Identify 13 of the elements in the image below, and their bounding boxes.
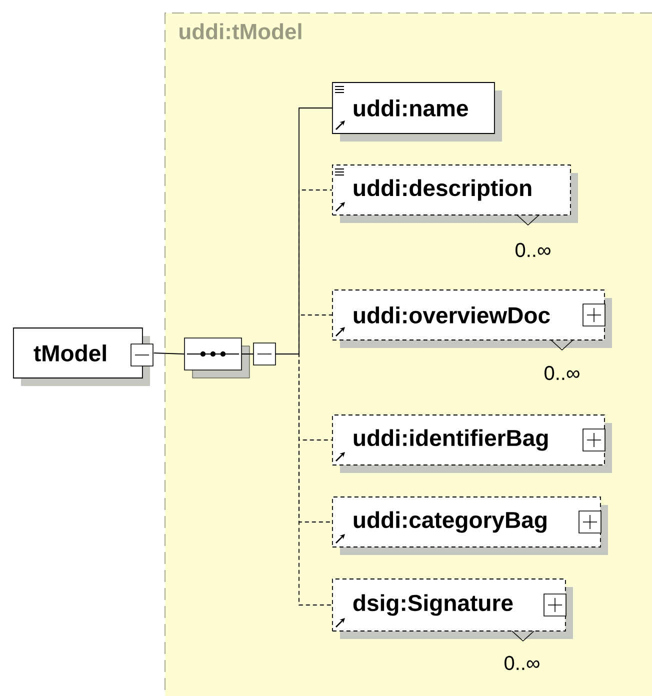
sequence-octagon xyxy=(184,338,250,378)
element-box: uddi:name xyxy=(332,82,502,142)
element-box: dsig:Signature xyxy=(332,578,573,642)
element-box: uddi:description xyxy=(332,164,578,226)
element-box: uddi:identifierBag xyxy=(332,414,612,473)
element-box: uddi:overviewDoc xyxy=(332,290,612,351)
connector-line xyxy=(153,352,185,354)
element-box: uddi:categoryBag xyxy=(332,496,608,555)
multiplicity-label: 0..∞ xyxy=(544,366,580,380)
multiplicity-label: 0..∞ xyxy=(504,656,540,670)
multiplicity-label: 0..∞ xyxy=(516,242,550,258)
element-box: tModel xyxy=(13,328,150,386)
connector-line xyxy=(241,354,332,606)
